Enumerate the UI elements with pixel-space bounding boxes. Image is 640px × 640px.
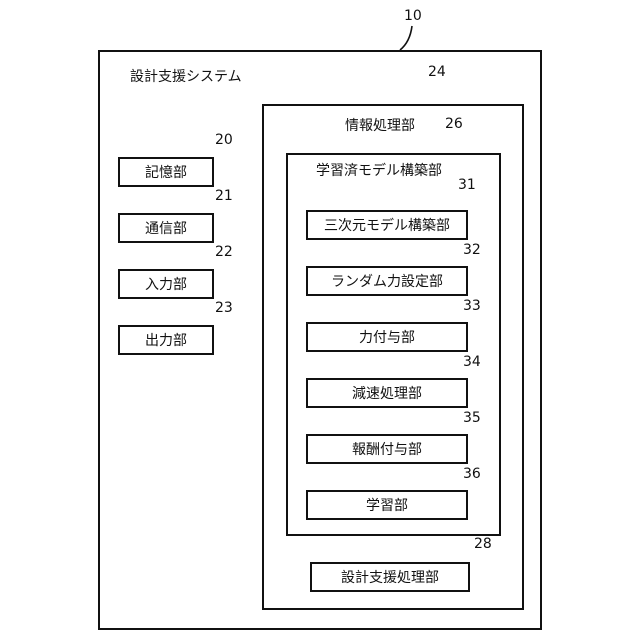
module-3d-model-builder: 三次元モデル構築部 xyxy=(306,210,468,240)
info-processing-title: 情報処理部 xyxy=(345,115,415,135)
design-support-processor: 設計支援処理部 xyxy=(310,562,470,592)
module-3d-model-builder-number: 31 xyxy=(458,177,476,193)
module-random-force: ランダム力設定部 xyxy=(306,266,468,296)
system-title: 設計支援システム xyxy=(130,66,242,86)
module-reward: 報酬付与部 xyxy=(306,434,468,464)
module-deceleration: 減速処理部 xyxy=(306,378,468,408)
unit-input-number: 22 xyxy=(215,244,233,260)
unit-memory: 記憶部 xyxy=(118,157,214,187)
module-learning: 学習部 xyxy=(306,490,468,520)
system-number: 10 xyxy=(404,8,422,24)
unit-input: 入力部 xyxy=(118,269,214,299)
design-support-processor-number: 28 xyxy=(474,536,492,552)
module-learning-number: 36 xyxy=(463,466,481,482)
module-reward-number: 35 xyxy=(463,410,481,426)
model-builder-number: 26 xyxy=(445,116,463,132)
info-processing-number: 24 xyxy=(428,64,446,80)
model-builder-title: 学習済モデル構築部 xyxy=(316,160,442,180)
unit-output: 出力部 xyxy=(118,325,214,355)
unit-memory-number: 20 xyxy=(215,132,233,148)
unit-output-number: 23 xyxy=(215,300,233,316)
module-deceleration-number: 34 xyxy=(463,354,481,370)
module-force-applier: 力付与部 xyxy=(306,322,468,352)
module-force-applier-number: 33 xyxy=(463,298,481,314)
unit-communication: 通信部 xyxy=(118,213,214,243)
module-random-force-number: 32 xyxy=(463,242,481,258)
leader-10 xyxy=(400,26,412,50)
unit-communication-number: 21 xyxy=(215,188,233,204)
